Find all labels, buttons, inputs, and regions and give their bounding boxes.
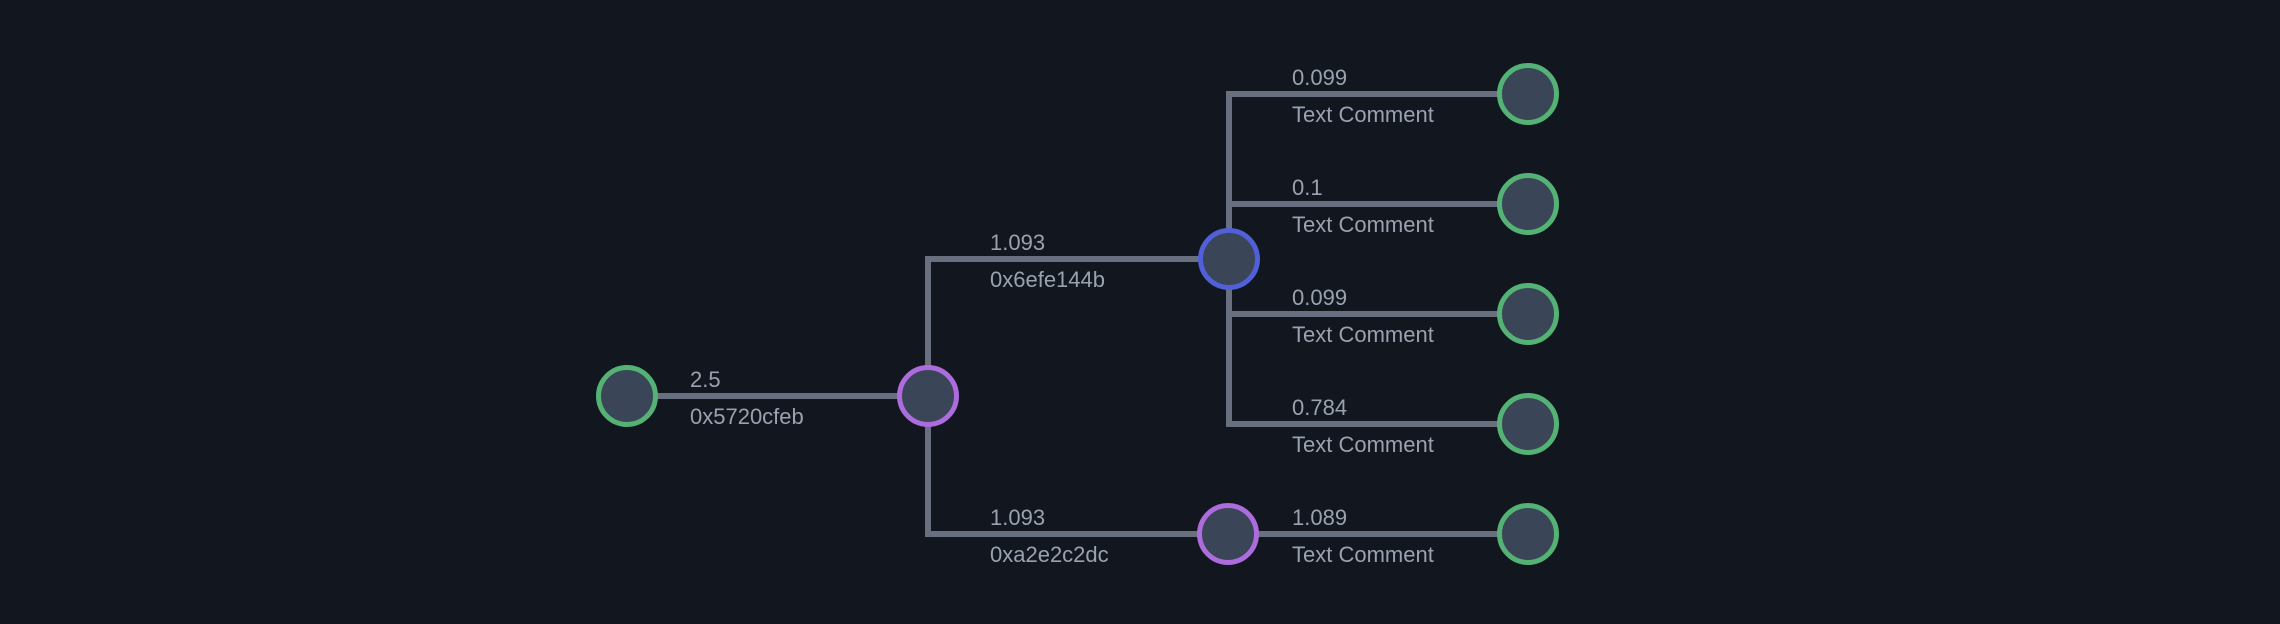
edge-line-upper-leaf-3 (1226, 311, 1531, 317)
edge-value-label: 1.089 (1292, 505, 1348, 530)
tree-node-leaf-1[interactable] (1497, 63, 1559, 125)
edge-value-label: 0.099 (1292, 65, 1348, 90)
tree-node-upper[interactable] (1198, 228, 1260, 290)
edge-comment-label: 0x6efe144b (990, 267, 1105, 292)
edge-value-label: 0.784 (1292, 395, 1348, 420)
edge-comment-label: 0x5720cfeb (690, 404, 804, 429)
edge-comment-label: Text Comment (1292, 102, 1434, 127)
edge-value-label: 1.093 (990, 505, 1046, 530)
edge-value-label: 1.093 (990, 230, 1046, 255)
edge-comment-label: 0xa2e2c2dc (990, 542, 1109, 567)
tree-node-mid[interactable] (897, 365, 959, 427)
edge-line-upper-leaf-1 (1226, 91, 1531, 97)
edge-comment-label: Text Comment (1292, 432, 1434, 457)
edge-line-mid-upper (925, 256, 1232, 262)
edge-value-label: 2.5 (690, 367, 721, 392)
edge-line-upper-leaf-2 (1226, 201, 1531, 207)
edge-comment-label: Text Comment (1292, 212, 1434, 237)
edge-line-mid-lower (925, 531, 1231, 537)
tree-node-lower[interactable] (1197, 503, 1259, 565)
edge-comment-label: Text Comment (1292, 542, 1434, 567)
tree-node-leaf-5[interactable] (1497, 503, 1559, 565)
edge-value-label: 0.099 (1292, 285, 1348, 310)
edge-line-lower-leaf-5 (1225, 531, 1531, 537)
tree-node-leaf-3[interactable] (1497, 283, 1559, 345)
edge-comment-label: Text Comment (1292, 322, 1434, 347)
tree-node-leaf-4[interactable] (1497, 393, 1559, 455)
edge-line-upper-leaf-4 (1226, 421, 1531, 427)
edge-value-label: 0.1 (1292, 175, 1323, 200)
edge-line-root-mid (627, 393, 928, 399)
tree-node-leaf-2[interactable] (1497, 173, 1559, 235)
tree-node-root[interactable] (596, 365, 658, 427)
